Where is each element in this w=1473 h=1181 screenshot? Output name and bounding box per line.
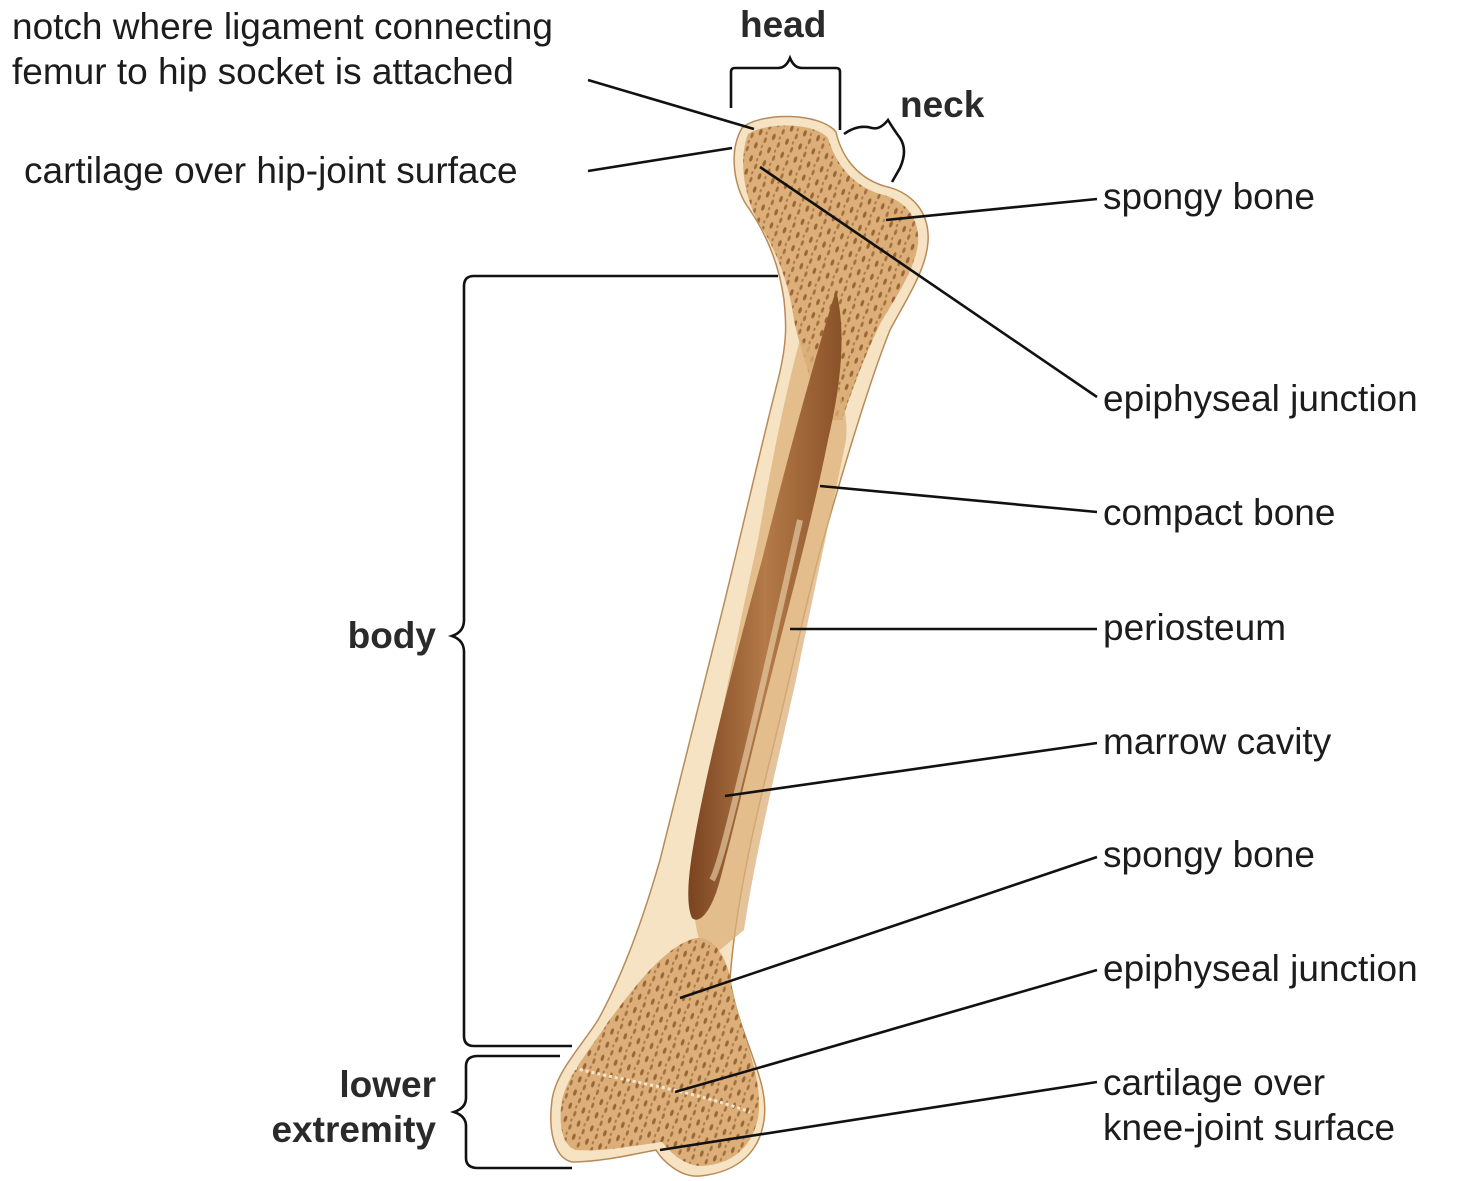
label-lower-extremity: lower extremity xyxy=(236,1062,436,1152)
label-body: body xyxy=(300,613,436,658)
label-neck: neck xyxy=(900,82,984,127)
label-lower-extremity-line1: lower xyxy=(236,1062,436,1107)
label-spongy-bone-upper: spongy bone xyxy=(1103,174,1315,219)
marrow-cavity-shape xyxy=(688,290,841,920)
label-compact-bone: compact bone xyxy=(1103,490,1335,535)
label-epiphyseal-lower: epiphyseal junction xyxy=(1103,946,1418,991)
label-epiphyseal-upper: epiphyseal junction xyxy=(1103,376,1418,421)
label-cartilage-knee: cartilage over knee-joint surface xyxy=(1103,1060,1395,1150)
label-periosteum: periosteum xyxy=(1103,605,1286,650)
label-spongy-bone-lower: spongy bone xyxy=(1103,832,1315,877)
label-notch-line2: femur to hip socket is attached xyxy=(12,49,553,94)
label-cartilage-knee-line2: knee-joint surface xyxy=(1103,1105,1395,1150)
label-cartilage-hip: cartilage over hip-joint surface xyxy=(24,148,518,193)
label-notch-line1: notch where ligament connecting xyxy=(12,4,553,49)
label-lower-extremity-line2: extremity xyxy=(236,1107,436,1152)
label-marrow-cavity: marrow cavity xyxy=(1103,719,1331,764)
label-notch: notch where ligament connecting femur to… xyxy=(12,4,553,94)
label-cartilage-knee-line1: cartilage over xyxy=(1103,1060,1395,1105)
label-head: head xyxy=(740,2,826,47)
